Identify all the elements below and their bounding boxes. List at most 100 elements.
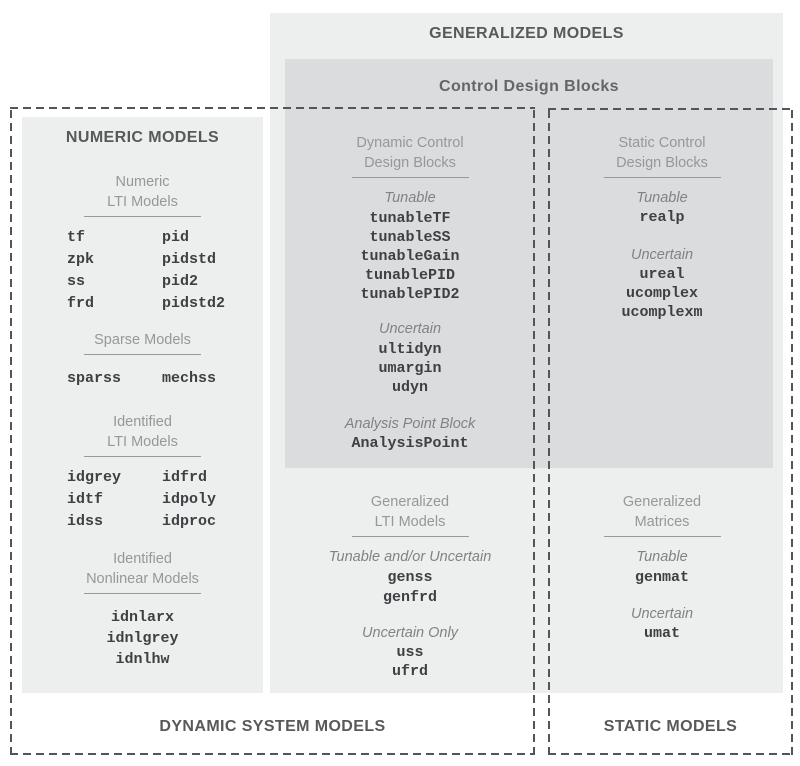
identified-nonlinear-underline [84, 593, 201, 594]
model-item: ufrd [391, 663, 428, 680]
model-item: idfrd [162, 469, 208, 486]
model-item: tunableTF [369, 210, 451, 227]
model-item: mechss [162, 370, 217, 387]
model-item: genmat [634, 569, 689, 586]
identified-lti-heading-line2: LTI Models [107, 434, 178, 450]
model-item: tf [67, 229, 86, 246]
model-item: umat [643, 625, 680, 642]
dynamic-cdb-heading: Dynamic Control Design Blocks [287, 133, 533, 178]
dynamic-cdb-heading-line1: Dynamic Control [356, 135, 464, 151]
model-item: pid2 [162, 273, 199, 290]
static-cdb-heading: Static Control Design Blocks [550, 133, 774, 178]
model-item: ss [67, 273, 86, 290]
identified-lti-heading: Identified LTI Models [22, 412, 263, 457]
dynamic-cdb-heading-line2: Design Blocks [364, 155, 456, 171]
generalized-lti-underline [351, 536, 469, 537]
sparse-col2: mechss [162, 368, 216, 390]
static-tunable-list: realp [550, 208, 774, 227]
model-item: idpoly [162, 491, 217, 508]
identified-lti-underline [84, 456, 201, 457]
generalized-lti-tunable-list: genss genfrd [287, 568, 533, 608]
generalized-matrices-heading-line1: Generalized [622, 494, 702, 510]
generalized-models-title: GENERALIZED MODELS [429, 25, 624, 42]
identified-nonlinear-heading-line1: Identified [113, 551, 172, 567]
model-item: ultidyn [378, 341, 442, 358]
identified-nonlinear-heading-line2: Nonlinear Models [86, 571, 199, 587]
static-models-title: STATIC MODELS [603, 718, 738, 735]
identified-lti-col2: idfrd idpoly idproc [162, 467, 216, 533]
numeric-lti-underline [84, 216, 201, 217]
model-item: tunablePID2 [360, 286, 460, 303]
dynamic-uncertain-list: ultidyn umargin udyn [287, 340, 533, 397]
uncertain-label: Uncertain [630, 247, 694, 263]
model-item: idss [67, 513, 104, 530]
model-item: idproc [162, 513, 217, 530]
model-item: sparss [67, 370, 122, 387]
model-item: idnlgrey [106, 630, 179, 647]
sparse-models-heading-line1: Sparse Models [94, 332, 191, 348]
identified-nonlinear-heading: Identified Nonlinear Models [22, 549, 263, 594]
sparse-col1: sparss [67, 368, 121, 390]
model-item: idgrey [67, 469, 122, 486]
model-item: AnalysisPoint [351, 435, 469, 452]
analysis-point-label: Analysis Point Block [344, 416, 476, 432]
tunable-label: Tunable [384, 190, 436, 206]
model-item: ucomplex [625, 285, 698, 302]
model-item: tunableGain [360, 248, 460, 265]
model-item: idnlarx [110, 609, 174, 626]
model-item: pid [162, 229, 190, 246]
generalized-lti-heading: Generalized LTI Models [287, 492, 533, 537]
model-item: uss [396, 644, 424, 661]
model-item: umargin [378, 360, 442, 377]
identified-nonlinear-list: idnlarx idnlgrey idnlhw [22, 607, 263, 670]
generalized-lti-uncertain-list: uss ufrd [287, 643, 533, 681]
model-item: pidstd [162, 251, 217, 268]
numeric-lti-col2: pid pidstd pid2 pidstd2 [162, 227, 225, 315]
numeric-lti-heading-line2: LTI Models [107, 194, 178, 210]
static-models-box [548, 108, 793, 755]
generalized-lti-heading-line2: LTI Models [374, 514, 446, 530]
numeric-models-title: NUMERIC MODELS [65, 129, 220, 146]
static-uncertain-list: ureal ucomplex ucomplexm [550, 265, 774, 322]
model-item: zpk [67, 251, 95, 268]
uncertain-label: Uncertain [630, 606, 694, 622]
analysis-point-list: AnalysisPoint [287, 434, 533, 453]
model-item: pidstd2 [162, 295, 226, 312]
generalized-lti-heading-line1: Generalized [370, 494, 450, 510]
identified-lti-col1: idgrey idtf idss [67, 467, 121, 533]
generalized-matrices-heading-line2: Matrices [634, 514, 690, 530]
model-item: realp [639, 209, 685, 226]
generalized-matrices-heading: Generalized Matrices [550, 492, 774, 537]
dynamic-system-models-title: DYNAMIC SYSTEM MODELS [159, 718, 386, 735]
tunable-uncertain-label: Tunable and/or Uncertain [328, 549, 492, 565]
model-item: genfrd [382, 589, 437, 606]
model-item: udyn [391, 379, 428, 396]
model-item: frd [67, 295, 95, 312]
dynamic-cdb-underline [351, 177, 469, 178]
model-item: idtf [67, 491, 104, 508]
static-cdb-underline [603, 177, 721, 178]
static-cdb-heading-line2: Design Blocks [616, 155, 708, 171]
control-design-blocks-title: Control Design Blocks [439, 78, 619, 95]
generalized-matrices-underline [603, 536, 721, 537]
model-item: ucomplexm [621, 304, 703, 321]
model-item: idnlhw [115, 651, 170, 668]
numeric-lti-heading-line1: Numeric [115, 174, 170, 190]
model-item: tunableSS [369, 229, 451, 246]
model-item: tunablePID [364, 267, 455, 284]
tunable-label: Tunable [636, 190, 688, 206]
identified-lti-heading-line1: Identified [113, 414, 172, 430]
uncertain-label: Uncertain [378, 321, 442, 337]
sparse-models-underline [84, 354, 201, 355]
generalized-matrices-tunable-list: genmat [550, 568, 774, 587]
sparse-models-heading: Sparse Models [22, 330, 263, 355]
numeric-lti-col1: tf zpk ss frd [67, 227, 94, 315]
model-item: genss [387, 569, 433, 586]
numeric-lti-heading: Numeric LTI Models [22, 172, 263, 217]
static-cdb-heading-line1: Static Control [618, 135, 706, 151]
generalized-matrices-uncertain-list: umat [550, 624, 774, 643]
dynamic-system-models-box [10, 107, 535, 755]
dynamic-tunable-list: tunableTF tunableSS tunableGain tunableP… [287, 209, 533, 304]
model-item: ureal [639, 266, 685, 283]
